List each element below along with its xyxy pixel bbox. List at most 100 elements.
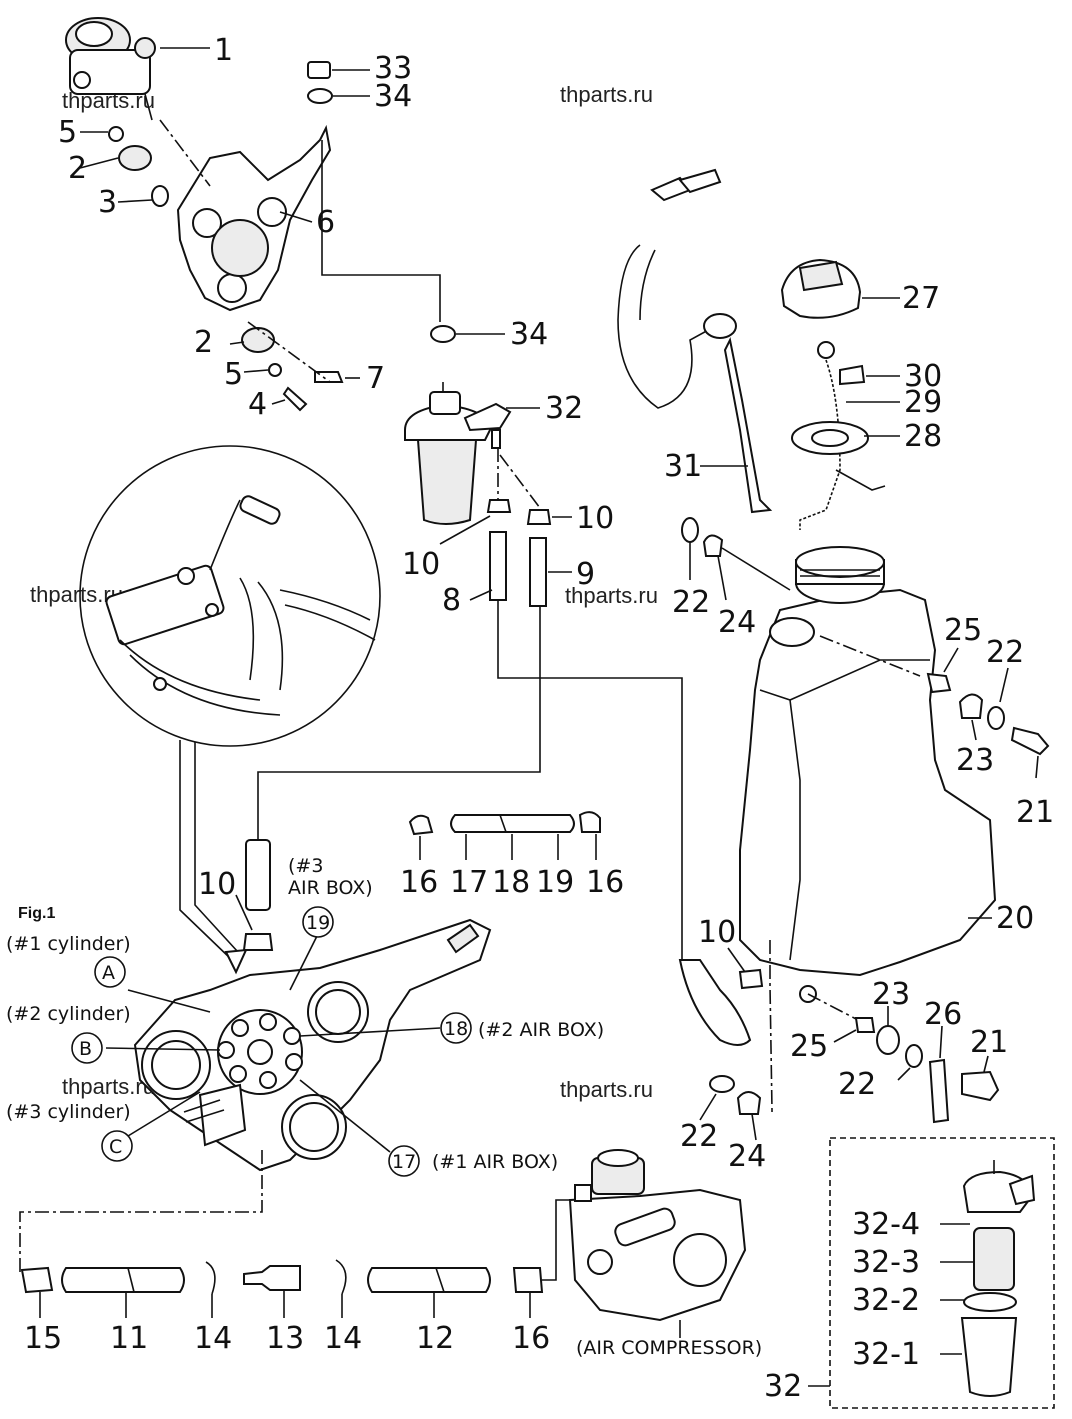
- clip: [408, 814, 434, 836]
- callout-number: 28: [904, 419, 942, 454]
- grommet: [736, 1091, 762, 1115]
- callout-number: 34: [374, 79, 412, 114]
- callout-number: 32-4: [852, 1207, 920, 1242]
- callout-number: 25: [790, 1029, 828, 1064]
- clip: [335, 1259, 347, 1295]
- callout-number: 24: [718, 605, 756, 640]
- callout-number: 10: [576, 501, 614, 536]
- callout-number: 22: [838, 1067, 876, 1102]
- callout-number: 31: [664, 449, 702, 484]
- callout-number: 16: [400, 865, 438, 900]
- filler-cap: [780, 258, 862, 319]
- callout-number: 34: [510, 317, 548, 352]
- cylinder-plate: [133, 918, 492, 1172]
- clip: [486, 499, 512, 513]
- clip: [512, 1267, 544, 1293]
- watermark: thparts.ru: [560, 82, 653, 107]
- callout-number: 16: [586, 865, 624, 900]
- callout-number: 32-1: [852, 1337, 920, 1372]
- hose: [450, 814, 575, 833]
- callout-number: 27: [902, 281, 940, 316]
- hose-joint: [243, 1265, 301, 1291]
- callout-number: 2: [68, 151, 87, 186]
- callout-number: 17: [450, 865, 488, 900]
- washer: [987, 706, 1005, 730]
- drain-hose: [678, 959, 752, 1046]
- inset-box: [829, 1137, 1055, 1409]
- watermark: thparts.ru: [565, 583, 658, 608]
- callout-number: 11: [110, 1321, 148, 1356]
- callout-number: 1: [214, 33, 233, 68]
- callout-number: 19: [306, 912, 330, 934]
- actuator-part: [65, 17, 156, 121]
- sensor-wire: [639, 249, 656, 321]
- callout-number: 13: [266, 1321, 304, 1356]
- airbox-label: (#1 AIR BOX): [432, 1151, 558, 1173]
- sensor-wire: [617, 244, 713, 409]
- clip: [738, 968, 764, 990]
- callout-circle-a: [94, 956, 126, 988]
- callout-number: 22: [672, 585, 710, 620]
- washer: [268, 363, 282, 377]
- filter-breakdown: [960, 1160, 1036, 1397]
- fuel-filter: [404, 325, 512, 525]
- callout-letter: B: [79, 1038, 92, 1060]
- callout-number: 14: [194, 1321, 232, 1356]
- bolt: [282, 386, 308, 412]
- callout-number: 14: [324, 1321, 362, 1356]
- callout-number: 25: [944, 613, 982, 648]
- callout-number: 10: [198, 867, 236, 902]
- dipstick: [723, 336, 773, 514]
- bolt: [1010, 726, 1050, 756]
- cylinder-label: (#2 cylinder): [6, 1003, 131, 1025]
- callout-number: 32-3: [852, 1245, 920, 1280]
- hose: [367, 1267, 491, 1293]
- callout-circle-c: [101, 1130, 133, 1162]
- watermark: thparts.ru: [560, 1077, 653, 1102]
- callout-number: 33: [374, 51, 412, 86]
- callout-letter: A: [102, 962, 115, 984]
- callout-number: 10: [402, 547, 440, 582]
- callout-number: 17: [392, 1151, 416, 1173]
- callout-number: 4: [248, 387, 267, 422]
- callout-number: 30: [904, 359, 942, 394]
- callout-number: 18: [444, 1018, 468, 1040]
- callout-number: 23: [956, 743, 994, 778]
- callout-number: 29: [904, 385, 942, 420]
- callout-number: 12: [416, 1321, 454, 1356]
- callout-circle-18: [440, 1012, 472, 1044]
- washer: [307, 88, 333, 104]
- callout-circle-17: [388, 1145, 420, 1177]
- compressor-label: (AIR COMPRESSOR): [576, 1337, 762, 1359]
- callout-number: 3: [98, 185, 117, 220]
- bolt: [314, 371, 344, 383]
- callout-number: 15: [24, 1321, 62, 1356]
- callout-number: 18: [492, 865, 530, 900]
- grommet: [876, 1025, 900, 1055]
- callout-number: 20: [996, 901, 1034, 936]
- callout-number: 32: [545, 391, 583, 426]
- collar: [926, 672, 952, 694]
- cylinder-label: (#3 cylinder): [6, 1101, 131, 1123]
- hose: [245, 839, 271, 911]
- callout-number: 22: [680, 1119, 718, 1154]
- grommet: [118, 145, 152, 171]
- clip: [242, 933, 274, 951]
- airbox-label: (#2 AIR BOX): [478, 1019, 604, 1041]
- callout-number: 6: [316, 205, 335, 240]
- washer: [709, 1075, 735, 1093]
- airbox-label: AIR BOX): [288, 877, 373, 899]
- hose: [529, 537, 547, 607]
- collar: [151, 185, 169, 207]
- callout-number: 5: [58, 115, 77, 150]
- clip: [20, 1266, 54, 1294]
- callout-number: 32-2: [852, 1283, 920, 1318]
- callout-number: 8: [442, 583, 461, 618]
- clip: [205, 1261, 216, 1295]
- collar: [854, 1017, 876, 1033]
- cylinder-label: (#1 cylinder): [6, 933, 131, 955]
- callout-number: 5: [224, 357, 243, 392]
- callout-letter: C: [109, 1136, 122, 1158]
- callout-number: 7: [366, 361, 385, 396]
